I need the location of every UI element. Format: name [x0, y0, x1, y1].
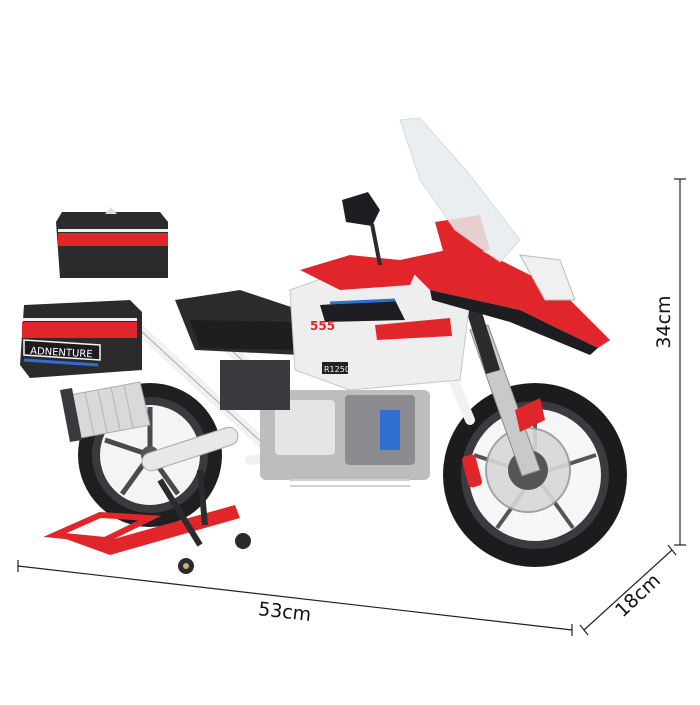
windscreen	[399, 117, 521, 263]
mirror	[342, 192, 382, 266]
width-dimension: 18cm	[579, 544, 677, 636]
paddock-stand	[43, 469, 251, 574]
fuel-tank-fairing: 555 R1250	[289, 255, 471, 391]
side-case: ADNENTURE	[20, 300, 142, 378]
front-fairing	[400, 215, 610, 355]
top-box	[56, 207, 168, 278]
side-case-label: ADNENTURE	[30, 346, 93, 360]
engine	[220, 360, 430, 487]
seat	[175, 290, 300, 355]
engine-badge: R1250	[324, 365, 350, 374]
front-wheel	[443, 383, 627, 567]
length-dimension: 53cm	[17, 560, 573, 636]
width-label: 18cm	[611, 569, 665, 621]
exhaust	[60, 381, 239, 472]
motorcycle-model: 555 R1250	[20, 117, 627, 574]
length-label: 53cm	[257, 598, 312, 626]
height-label: 34cm	[653, 295, 675, 348]
height-dimension: 34cm	[653, 178, 686, 546]
fairing-badge: 555	[310, 319, 335, 333]
front-fork	[466, 306, 545, 477]
